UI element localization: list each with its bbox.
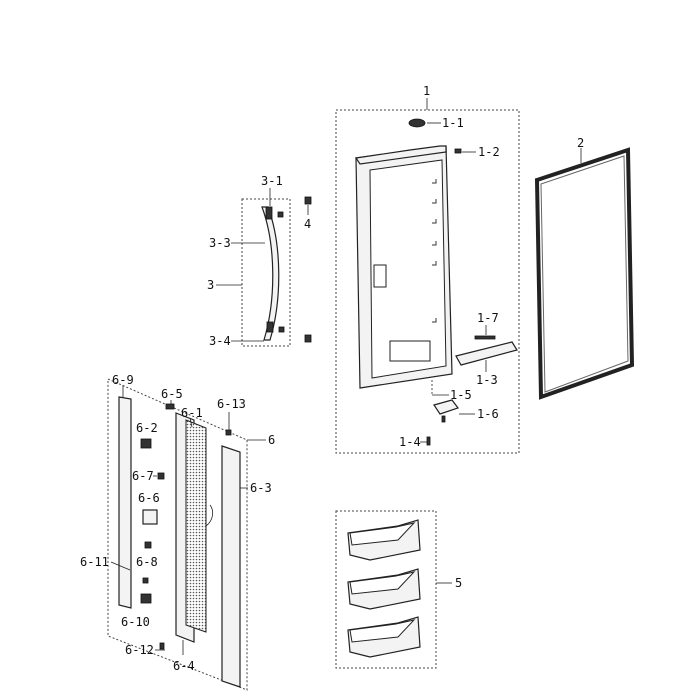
label-6-4: 6-4 <box>173 659 195 673</box>
part-6-8-small <box>142 577 149 584</box>
part-1-6-hinge <box>433 399 459 415</box>
part-6-2-bracket <box>140 438 152 449</box>
part-2-gasket <box>534 147 635 400</box>
door-bin-group-box <box>335 510 437 669</box>
part-3-4-screw <box>278 326 285 333</box>
part-5-door-bins <box>347 519 421 658</box>
handle-group-box <box>241 198 291 347</box>
part-6-1-insulation <box>185 419 207 633</box>
label-6-10: 6-10 <box>121 615 150 629</box>
label-1-1: 1-1 <box>442 116 464 130</box>
part-3-1-screw <box>277 211 284 218</box>
part-6-10-bracket <box>140 593 152 604</box>
part-1-7-strip <box>474 335 496 340</box>
label-2: 2 <box>577 136 584 150</box>
label-3: 3 <box>207 278 214 292</box>
part-6-11-strip <box>118 396 132 609</box>
label-6-5: 6-5 <box>161 387 183 401</box>
part-6-5-clip <box>165 403 175 410</box>
part-6-6-hinge-block <box>142 509 158 525</box>
label-6-7: 6-7 <box>132 469 154 483</box>
part-3-4-cap-bottom <box>266 321 274 333</box>
label-1-2: 1-2 <box>478 145 500 159</box>
part-1-4-pin <box>426 436 431 446</box>
part-1-6-bolt <box>441 415 446 423</box>
label-6-11: 6-11 <box>80 555 109 569</box>
part-6-13-cap <box>225 429 232 436</box>
label-6-8: 6-8 <box>136 555 158 569</box>
door-assembly-group-box <box>335 109 520 454</box>
part-6-8-screw <box>144 541 152 549</box>
label-6-9: 6-9 <box>112 373 134 387</box>
label-3-1: 3-1 <box>261 174 283 188</box>
door-panel-part <box>354 145 453 389</box>
part-1-1-cap <box>408 118 426 128</box>
part-6-7-screw <box>157 472 165 480</box>
label-1-3: 1-3 <box>476 373 498 387</box>
label-6-12: 6-12 <box>125 643 154 657</box>
label-6-13: 6-13 <box>217 397 246 411</box>
label-3-4: 3-4 <box>209 334 231 348</box>
part-4-screw-bottom <box>304 334 312 343</box>
part-6-12-pin <box>159 642 165 650</box>
label-1-6: 1-6 <box>477 407 499 421</box>
label-1-4: 1-4 <box>399 435 421 449</box>
part-3-3-handle <box>261 206 280 341</box>
label-6: 6 <box>268 433 275 447</box>
label-5: 5 <box>455 576 462 590</box>
label-3-3: 3-3 <box>209 236 231 250</box>
label-4: 4 <box>304 217 311 231</box>
part-3-1-cap-top <box>265 206 273 220</box>
label-6-2: 6-2 <box>136 421 158 435</box>
label-1-7: 1-7 <box>477 311 499 325</box>
label-6-1: 6-1 <box>181 406 203 420</box>
wire-harness <box>205 504 214 527</box>
label-1: 1 <box>423 84 430 98</box>
trim-group-box <box>107 378 248 691</box>
part-4-screw-top <box>304 196 312 205</box>
label-6-6: 6-6 <box>138 491 160 505</box>
part-1-3-door-bin <box>455 341 518 366</box>
part-6-3-cover <box>221 445 241 688</box>
label-6-3: 6-3 <box>250 481 272 495</box>
part-1-2-screw <box>454 148 462 154</box>
label-1-5: 1-5 <box>450 388 472 402</box>
